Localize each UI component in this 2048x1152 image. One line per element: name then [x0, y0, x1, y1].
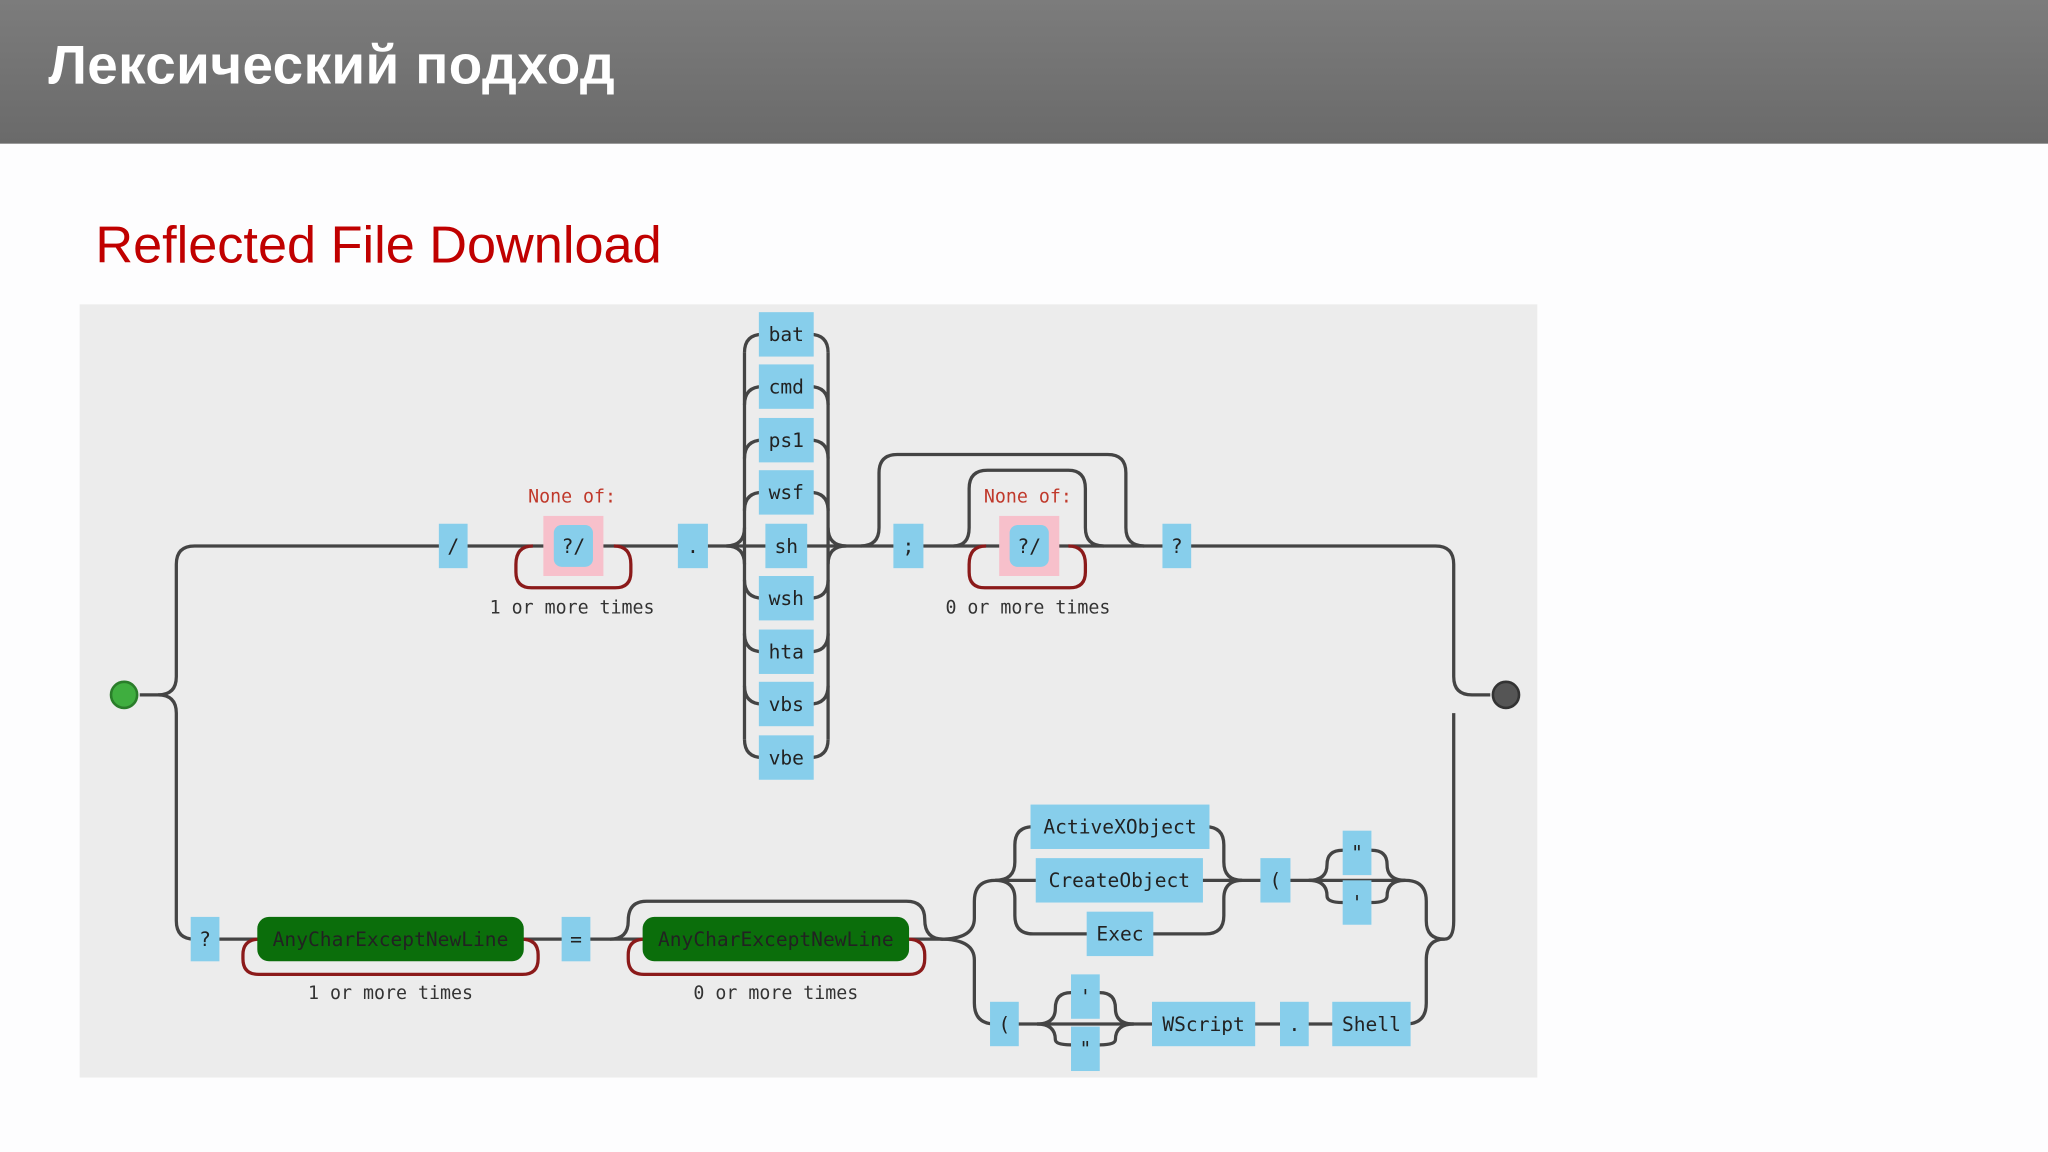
group-any-char-1: AnyCharExceptNewLine	[257, 916, 524, 962]
literal-double-quote-1: "	[1342, 830, 1372, 876]
literal-semicolon: ;	[893, 523, 924, 569]
literal-paren-1: (	[1260, 858, 1291, 903]
literal-dot-label: .	[687, 535, 699, 558]
group-any-char-2-label: AnyCharExceptNewLine	[658, 928, 894, 951]
slide-title: Reflected File Download	[95, 216, 662, 275]
charset-none-of-1-label: ?/	[562, 535, 586, 558]
literal-slash-label: /	[447, 535, 459, 558]
extension-wsh-label: wsh	[769, 587, 804, 610]
charset-none-of-1: ?/	[543, 515, 604, 576]
literal-dot-2-label: .	[1288, 1013, 1300, 1036]
literal-shell-label: Shell	[1342, 1013, 1401, 1036]
end-node	[1491, 680, 1521, 710]
repeat-label-1: 1 or more times	[490, 598, 655, 619]
literal-createobject-label: CreateObject	[1049, 869, 1190, 892]
charset-none-of-2: ?/	[999, 515, 1060, 576]
extension-wsh: wsh	[758, 575, 814, 621]
literal-wscript: WScript	[1151, 1001, 1256, 1047]
literal-single-quote-2-label: '	[1079, 985, 1091, 1008]
literal-createobject: CreateObject	[1035, 858, 1203, 903]
literal-single-quote-1: '	[1342, 880, 1372, 925]
extension-cmd-label: cmd	[769, 375, 804, 398]
extension-hta-label: hta	[769, 641, 804, 664]
literal-activexobject: ActiveXObject	[1030, 804, 1210, 849]
literal-paren-2-label: (	[999, 1013, 1011, 1036]
extension-bat: bat	[758, 312, 814, 357]
slide-header: Лексический подход	[0, 0, 2048, 144]
literal-slash: /	[438, 523, 468, 569]
literal-dot-2: .	[1279, 1001, 1309, 1047]
literal-question-top: ?	[1162, 523, 1192, 569]
none-of-label-1: None of:	[528, 487, 616, 508]
extension-wsf-label: wsf	[769, 481, 804, 504]
literal-double-quote-2-label: "	[1079, 1038, 1091, 1061]
literal-shell: Shell	[1332, 1001, 1411, 1047]
literal-activexobject-label: ActiveXObject	[1043, 816, 1196, 839]
extension-vbs-label: vbs	[769, 693, 804, 716]
literal-single-quote-1-label: '	[1351, 891, 1363, 914]
extension-ps1-label: ps1	[769, 429, 804, 452]
extension-vbs: vbs	[758, 681, 814, 727]
literal-semicolon-label: ;	[903, 535, 915, 558]
repeat-label-2: 0 or more times	[945, 598, 1110, 619]
none-of-label-2: None of:	[984, 487, 1072, 508]
repeat-label-3: 1 or more times	[308, 983, 473, 1004]
slide-header-title: Лексический подход	[48, 33, 616, 96]
literal-paren-2: (	[990, 1001, 1019, 1047]
literal-double-quote-2: "	[1071, 1026, 1100, 1072]
literal-question-bottom-label: ?	[199, 928, 211, 951]
extension-vbe: vbe	[758, 735, 814, 780]
extension-sh-label: sh	[774, 535, 798, 558]
literal-question-bottom: ?	[190, 916, 220, 962]
extension-wsf: wsf	[758, 470, 814, 515]
extension-cmd: cmd	[758, 364, 814, 409]
literal-paren-1-label: (	[1270, 869, 1282, 892]
literal-exec-label: Exec	[1096, 923, 1143, 946]
extension-vbe-label: vbe	[769, 746, 804, 769]
literal-double-quote-1-label: "	[1351, 842, 1363, 865]
literal-equals: =	[561, 916, 591, 962]
repeat-label-4: 0 or more times	[693, 983, 858, 1004]
extension-sh: sh	[765, 523, 808, 569]
literal-equals-label: =	[570, 928, 582, 951]
extension-hta: hta	[758, 629, 814, 674]
group-any-char-2: AnyCharExceptNewLine	[642, 916, 910, 962]
literal-single-quote-2: '	[1071, 974, 1100, 1019]
literal-dot: .	[677, 523, 708, 569]
extension-bat-label: bat	[769, 323, 804, 346]
charset-none-of-2-label: ?/	[1017, 535, 1041, 558]
literal-question-top-label: ?	[1171, 535, 1183, 558]
literal-exec: Exec	[1086, 911, 1154, 957]
extension-ps1: ps1	[758, 417, 814, 463]
group-any-char-1-label: AnyCharExceptNewLine	[273, 928, 509, 951]
start-node	[109, 680, 139, 710]
literal-wscript-label: WScript	[1162, 1013, 1245, 1036]
